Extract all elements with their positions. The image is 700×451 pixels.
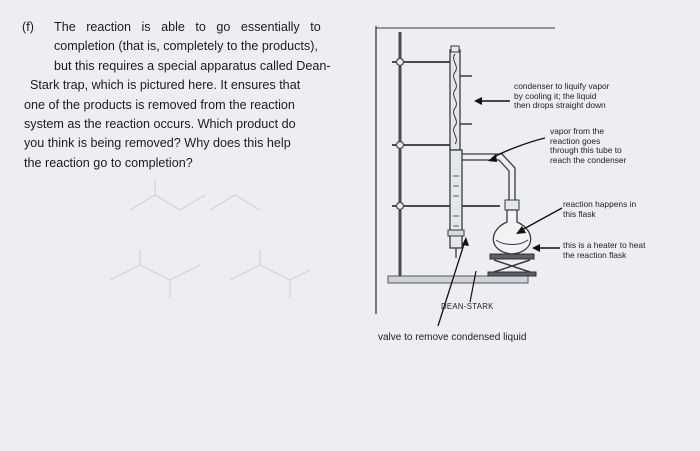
annotation-condenser-line-2: by cooling it; the liquid: [514, 90, 597, 101]
question-line-3: but this requires a special apparatus ca…: [54, 58, 331, 73]
annotation-vapor-line-4: reach the condenser: [550, 154, 627, 165]
annotation-flask: reaction happens in this flask: [563, 199, 637, 219]
annotation-heater-line-1: this is a heater to heat: [563, 240, 646, 250]
annotation-heater-line-2: the reaction flask: [563, 249, 627, 260]
annotation-flask-line-2: this flask: [563, 208, 596, 219]
question-line-5: one of the products is removed from the …: [24, 97, 295, 112]
annotation-vapor-line-3: through this tube to: [550, 145, 622, 156]
dean-stark-apparatus: [375, 26, 563, 326]
question-line-1: The reaction is able to go essentially t…: [54, 20, 321, 34]
question-line-6: system as the reaction occurs. Which pro…: [24, 117, 296, 132]
dean-stark-label: DEAN-STARK: [441, 302, 494, 311]
annotation-condenser-line-1: condenser to liquify vapor: [514, 81, 610, 91]
question-label: (f): [22, 20, 34, 34]
question-line-7: you think is being removed? Why does thi…: [24, 136, 291, 151]
annotation-condenser-line-3: then drops straight down: [514, 100, 606, 111]
question-block: (f) The reaction is able to go essential…: [22, 18, 364, 173]
annotation-vapor: vapor from the reaction goes through thi…: [550, 126, 627, 165]
annotation-vapor-line-1: vapor from the: [550, 126, 604, 136]
annotation-condenser: condenser to liquify vapor by cooling it…: [514, 81, 610, 111]
annotation-flask-line-1: reaction happens in: [563, 199, 637, 209]
annotation-vapor-line-2: reaction goes: [550, 135, 601, 146]
question-line-2: completion (that is, completely to the p…: [54, 39, 318, 54]
question-line-4: Stark trap, which is pictured here. It e…: [30, 78, 301, 93]
annotation-heater: this is a heater to heat the reaction fl…: [563, 240, 646, 260]
valve-annotation: valve to remove condensed liquid: [378, 332, 527, 343]
faint-structure-sketch: [109, 180, 311, 298]
question-line-8: the reaction go to completion?: [24, 155, 193, 170]
